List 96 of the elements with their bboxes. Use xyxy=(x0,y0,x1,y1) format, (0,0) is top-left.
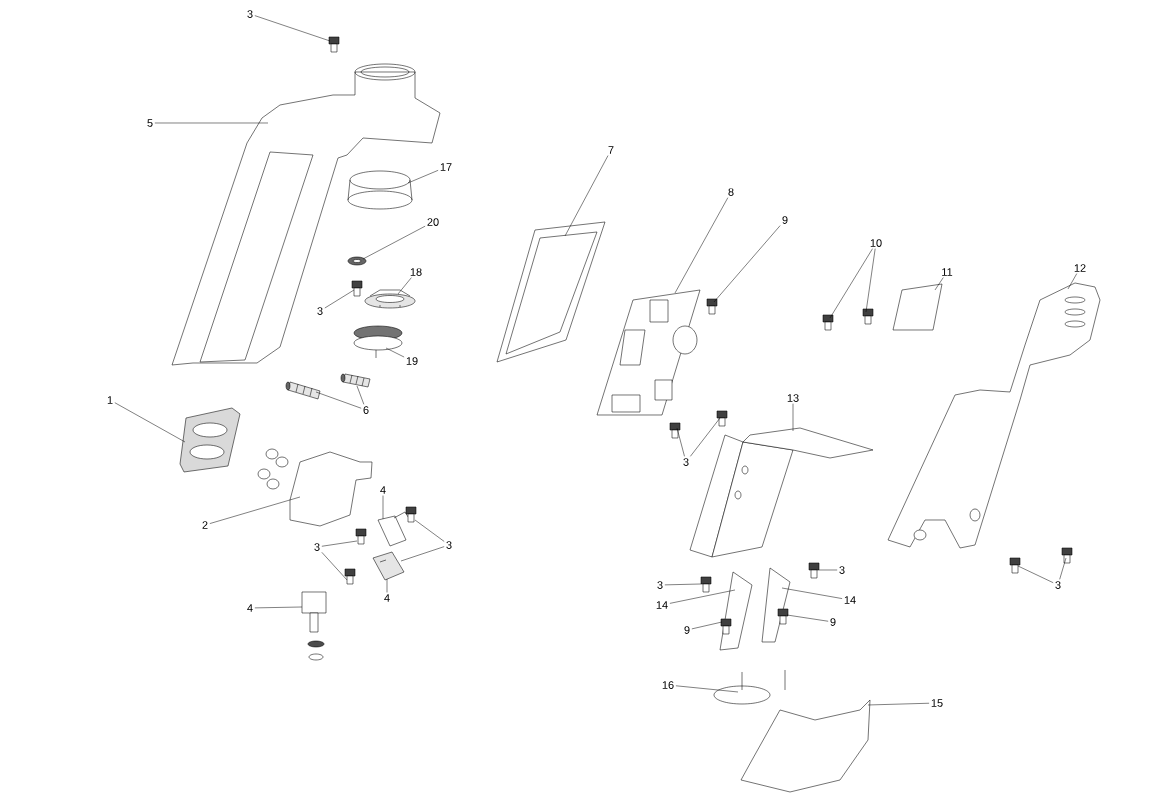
screw-drawing xyxy=(328,36,340,53)
callout-number: 4 xyxy=(384,594,390,602)
housing-drawing xyxy=(257,448,373,527)
leader-line xyxy=(315,391,362,409)
leader-line xyxy=(1017,565,1054,583)
screw-drawing xyxy=(405,506,417,523)
screw-drawing xyxy=(1009,557,1021,574)
leader-line xyxy=(818,569,838,571)
bracket-drawing xyxy=(761,567,791,643)
bracket-drawing xyxy=(689,427,874,558)
callout-number: 5 xyxy=(147,119,153,127)
callout-number: 14 xyxy=(656,601,668,609)
leader-line xyxy=(674,197,729,294)
leader-line xyxy=(713,225,781,303)
leader-line xyxy=(664,583,702,586)
valve-drawing xyxy=(301,591,327,661)
leader-line xyxy=(154,122,269,124)
screw-drawing xyxy=(669,422,681,439)
panel-drawing xyxy=(496,221,606,363)
callout-number: 1 xyxy=(107,396,113,404)
leader-line xyxy=(254,606,303,609)
disc-drawing xyxy=(364,289,416,309)
leader-line xyxy=(792,403,794,432)
screw-drawing xyxy=(716,410,728,427)
callout-number: 3 xyxy=(1055,581,1061,589)
leader-line xyxy=(414,519,445,542)
callout-number: 3 xyxy=(839,566,845,574)
screw-drawing xyxy=(1061,547,1073,564)
callout-number: 12 xyxy=(1074,264,1086,272)
callout-number: 14 xyxy=(844,596,856,604)
leader-line xyxy=(321,552,348,581)
leader-line xyxy=(382,495,384,520)
callout-number: 3 xyxy=(446,541,452,549)
cover-drawing xyxy=(887,282,1101,549)
circuit-board-drawing xyxy=(596,289,701,416)
leader-line xyxy=(362,225,426,260)
callout-number: 17 xyxy=(440,163,452,171)
callout-number: 8 xyxy=(728,188,734,196)
leader-line xyxy=(114,402,186,443)
leader-line xyxy=(690,417,721,457)
screw-drawing xyxy=(700,576,712,593)
screw-drawing xyxy=(862,308,874,325)
leader-line xyxy=(675,685,739,693)
callout-number: 3 xyxy=(683,458,689,466)
leader-line xyxy=(564,155,609,237)
leader-line xyxy=(669,589,736,604)
leader-line xyxy=(385,347,405,358)
callout-number: 13 xyxy=(787,394,799,402)
leader-line xyxy=(321,540,358,547)
screw-drawing xyxy=(808,562,820,579)
leader-line xyxy=(407,170,439,184)
callout-number: 9 xyxy=(782,216,788,224)
callout-number: 2 xyxy=(202,521,208,529)
callout-number: 7 xyxy=(608,146,614,154)
screw-drawing xyxy=(355,528,367,545)
spacer-drawing xyxy=(285,381,321,400)
screw-drawing xyxy=(777,608,789,625)
leader-line xyxy=(397,277,412,295)
leader-line xyxy=(829,248,873,319)
leader-line xyxy=(1059,557,1067,580)
keypad-drawing xyxy=(179,407,241,473)
leader-line xyxy=(254,15,331,42)
callout-number: 15 xyxy=(931,699,943,707)
callout-number: 9 xyxy=(830,618,836,626)
callout-number: 4 xyxy=(380,486,386,494)
callout-number: 3 xyxy=(657,581,663,589)
leader-line xyxy=(324,289,355,309)
circuit-board-drawing xyxy=(892,283,943,331)
leader-line xyxy=(781,587,843,599)
screw-drawing xyxy=(706,298,718,315)
leader-line xyxy=(786,614,829,622)
switch-drawing xyxy=(372,551,405,581)
cover-drawing xyxy=(740,699,871,793)
callout-number: 3 xyxy=(247,10,253,18)
callout-number: 16 xyxy=(662,681,674,689)
leader-line xyxy=(1067,273,1078,290)
callout-number: 6 xyxy=(363,406,369,414)
leader-line xyxy=(691,621,723,630)
leader-line xyxy=(400,546,445,562)
leader-line xyxy=(209,496,301,524)
callout-number: 11 xyxy=(942,268,953,276)
screw-drawing xyxy=(344,568,356,585)
callout-number: 4 xyxy=(247,604,253,612)
spacer-drawing xyxy=(340,373,371,388)
plate-drawing xyxy=(713,669,786,705)
leader-line xyxy=(867,702,930,706)
screw-drawing xyxy=(822,314,834,331)
callout-number: 3 xyxy=(314,543,320,551)
leader-line xyxy=(934,277,944,291)
leader-line xyxy=(865,248,876,313)
callout-number: 9 xyxy=(684,626,690,634)
leader-line xyxy=(356,385,365,405)
leader-line xyxy=(676,427,685,457)
leader-line xyxy=(386,578,388,593)
callout-number: 10 xyxy=(870,239,882,247)
bracket-drawing xyxy=(719,571,753,651)
